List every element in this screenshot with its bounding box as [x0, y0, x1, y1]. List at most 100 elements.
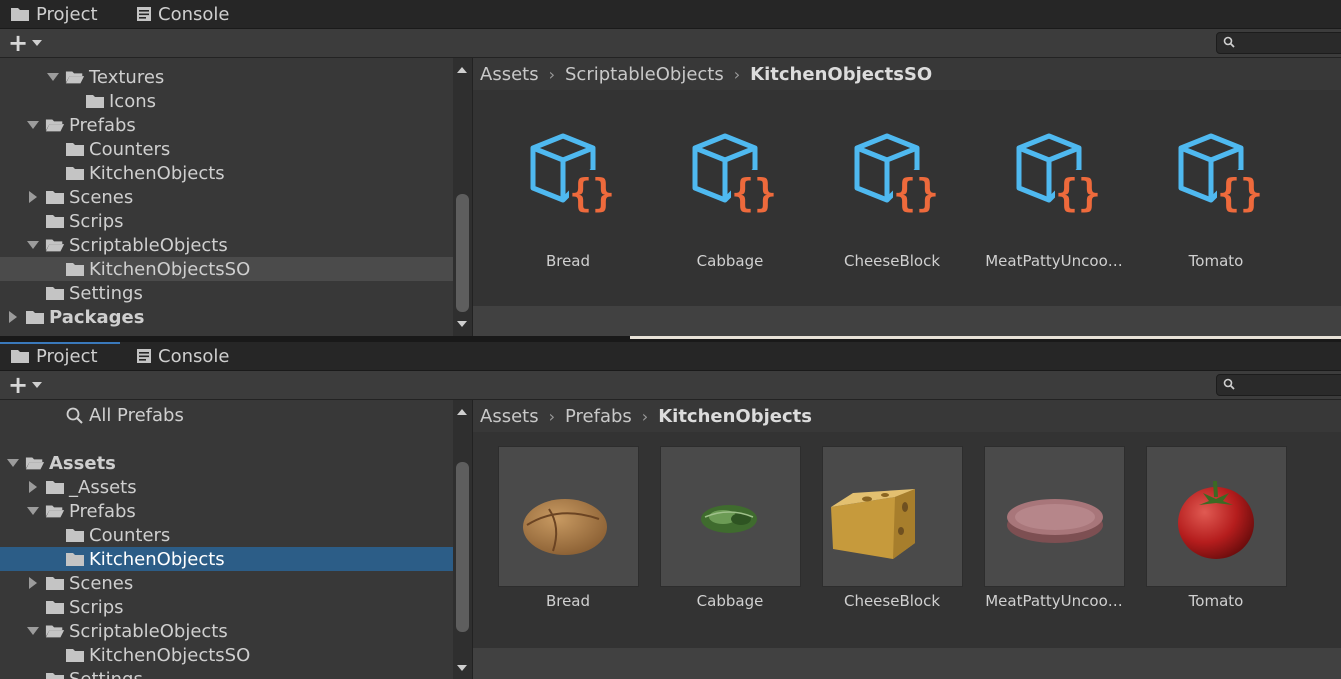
chevron-right-icon: › [548, 406, 555, 426]
tree-item[interactable]: Scrips [0, 209, 453, 233]
tree-item-label: Prefabs [69, 500, 136, 522]
expanded-arrow-icon[interactable] [27, 505, 39, 517]
scroll-down-arrow-icon[interactable] [457, 320, 467, 328]
tab-bar: Project Console [0, 342, 1341, 371]
tree-item[interactable]: All Prefabs [0, 403, 453, 427]
tab-console[interactable]: Console [122, 0, 262, 28]
folder-icon [65, 141, 85, 157]
asset-grid: {}Bread{}Cabbage{}CheeseBlock{}MeatPatty… [473, 90, 1341, 306]
breadcrumb-item[interactable]: KitchenObjectsSO [750, 63, 933, 85]
expanded-arrow-icon[interactable] [7, 457, 19, 469]
scroll-down-arrow-icon[interactable] [457, 664, 467, 672]
tree-item[interactable]: Prefabs [0, 499, 453, 523]
collapsed-arrow-icon[interactable] [7, 311, 19, 323]
svg-text:{}: {} [1217, 171, 1263, 214]
expanded-arrow-icon[interactable] [47, 71, 59, 83]
create-dropdown-button[interactable]: + [8, 373, 43, 397]
tree-scrollbar[interactable] [453, 58, 472, 336]
asset-item[interactable]: {}Bread [498, 130, 638, 310]
tree-item-label: Counters [89, 138, 171, 160]
scrollbar-thumb[interactable] [456, 462, 469, 632]
tree-spacer [0, 427, 453, 451]
folder-icon [45, 671, 65, 679]
asset-item[interactable]: {}Tomato [1146, 130, 1286, 310]
asset-item[interactable]: Cabbage [660, 446, 801, 626]
tree-item-label: Scrips [69, 596, 124, 618]
breadcrumb-item[interactable]: ScriptableObjects [565, 63, 724, 85]
asset-item[interactable]: CheeseBlock [822, 446, 963, 626]
asset-item[interactable]: {}Cabbage [660, 130, 800, 310]
scroll-up-arrow-icon[interactable] [457, 66, 467, 74]
asset-item[interactable]: {}MeatPattyUncoo… [984, 130, 1124, 310]
tab-bar: Project Console [0, 0, 1341, 29]
tree-item[interactable]: Scrips [0, 595, 453, 619]
folder-icon [65, 527, 85, 543]
tab-project[interactable]: Project [0, 0, 120, 28]
collapsed-arrow-icon[interactable] [27, 577, 39, 589]
tree-item[interactable]: Scenes [0, 185, 453, 209]
asset-label: MeatPattyUncoo… [985, 592, 1123, 610]
tree-item[interactable]: Assets [0, 451, 453, 475]
tree-item[interactable]: Settings [0, 667, 453, 679]
tree-item-label: KitchenObjectsSO [89, 644, 251, 666]
tree-item[interactable]: Prefabs [0, 113, 453, 137]
breadcrumb-item[interactable]: Assets [480, 405, 539, 427]
collapsed-arrow-icon[interactable] [27, 191, 39, 203]
tree-item[interactable]: Textures [0, 65, 453, 89]
tree-item[interactable]: Icons [0, 89, 453, 113]
tree-item[interactable]: Scenes [0, 571, 453, 595]
asset-item[interactable]: Bread [498, 446, 639, 626]
toolbar: + [0, 29, 1341, 58]
folder-icon [45, 479, 65, 495]
asset-item[interactable]: {}CheeseBlock [822, 130, 962, 310]
tree-item[interactable]: ScriptableObjects [0, 619, 453, 643]
asset-browser: Assets›ScriptableObjects›KitchenObjectsS… [472, 58, 1341, 336]
expanded-arrow-icon[interactable] [27, 119, 39, 131]
tree-item-label: Prefabs [69, 114, 136, 136]
expanded-arrow-icon[interactable] [27, 239, 39, 251]
tree-scrollbar[interactable] [453, 400, 472, 679]
folder-open-icon [45, 117, 65, 133]
asset-item[interactable]: MeatPattyUncoo… [984, 446, 1125, 626]
tree-item[interactable]: Counters [0, 137, 453, 161]
breadcrumb: Assets›ScriptableObjects›KitchenObjectsS… [473, 58, 1341, 90]
scrollbar-thumb[interactable] [456, 194, 469, 312]
tree-item[interactable]: KitchenObjects [0, 547, 453, 571]
breadcrumb-item[interactable]: Prefabs [565, 405, 632, 427]
tree-item[interactable]: _Assets [0, 475, 453, 499]
breadcrumb-item[interactable]: KitchenObjects [658, 405, 812, 427]
search-input[interactable] [1216, 32, 1341, 54]
asset-item[interactable]: Tomato [1146, 446, 1287, 626]
tree-item[interactable]: ScriptableObjects [0, 233, 453, 257]
search-input[interactable] [1216, 374, 1341, 396]
asset-label: Cabbage [696, 252, 764, 270]
create-dropdown-button[interactable]: + [8, 31, 43, 55]
tab-project[interactable]: Project [0, 342, 120, 370]
tree-item[interactable]: KitchenObjects [0, 161, 453, 185]
tree-item-label: _Assets [69, 476, 137, 498]
tab-console[interactable]: Console [122, 342, 262, 370]
breadcrumb-item[interactable]: Assets [480, 63, 539, 85]
folder-icon [65, 165, 85, 181]
tree-item-label: ScriptableObjects [69, 620, 228, 642]
tree-item-label: Assets [49, 452, 116, 474]
scroll-up-arrow-icon[interactable] [457, 408, 467, 416]
scriptable-object-icon: {} [1011, 130, 1101, 218]
tree-item[interactable]: KitchenObjectsSO [0, 257, 453, 281]
tree-item[interactable]: Counters [0, 523, 453, 547]
svg-text:{}: {} [1055, 171, 1101, 214]
panel-divider[interactable] [0, 336, 1341, 342]
collapsed-arrow-icon[interactable] [27, 481, 39, 493]
tree-item[interactable]: KitchenObjectsSO [0, 643, 453, 667]
chevron-right-icon: › [733, 64, 741, 84]
tree-item[interactable]: Settings [0, 281, 453, 305]
tree-item[interactable]: Packages [0, 305, 453, 329]
expanded-arrow-icon[interactable] [27, 625, 39, 637]
asset-label: Cabbage [696, 592, 764, 610]
tree-item-label: Scenes [69, 186, 134, 208]
